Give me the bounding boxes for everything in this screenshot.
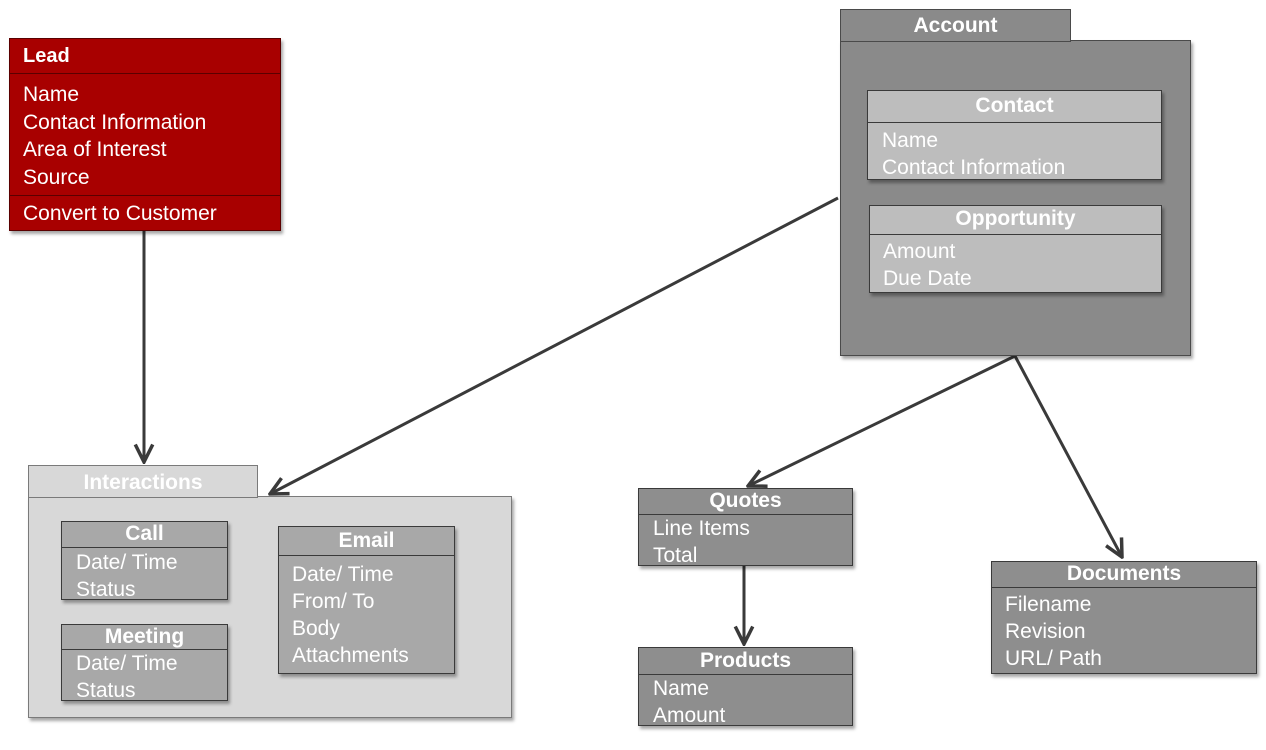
account-package[interactable] <box>840 40 1191 356</box>
lead-operations: Convert to Customer <box>10 196 280 228</box>
contact-title: Contact <box>868 91 1161 123</box>
meeting-title: Meeting <box>62 625 227 650</box>
products-title: Products <box>639 648 852 675</box>
call-attribute: Status <box>76 578 136 601</box>
meeting-attribute: Date/ Time <box>76 652 178 675</box>
lead-attribute: Contact Information <box>23 110 207 134</box>
products-attribute: Name <box>653 677 710 700</box>
documents-title: Documents <box>992 562 1256 588</box>
products-attribute: Amount <box>653 704 726 727</box>
email-attribute: Attachments <box>292 644 409 667</box>
opportunity-class[interactable]: Opportunity Amount Due Date <box>869 205 1162 293</box>
lead-title: Lead <box>10 39 280 74</box>
email-attribute: Date/ Time <box>292 563 394 586</box>
lead-operation: Convert to Customer <box>23 202 217 225</box>
products-class[interactable]: Products Name Amount <box>638 647 853 729</box>
call-class[interactable]: Call Date/ Time Status <box>61 521 228 603</box>
opportunity-attribute: Amount <box>883 240 956 263</box>
meeting-class[interactable]: Meeting Date/ Time Status <box>61 624 228 704</box>
meeting-attribute: Status <box>76 679 136 702</box>
call-attribute: Date/ Time <box>76 551 178 574</box>
account-to-interactions-arrow <box>270 196 839 494</box>
interactions-package-title: Interactions <box>28 465 258 498</box>
documents-attribute: URL/ Path <box>1005 647 1102 670</box>
documents-attributes: Filename Revision URL/ Path <box>992 588 1256 672</box>
email-title: Email <box>279 527 454 556</box>
email-class[interactable]: Email Date/ Time From/ To Body Attachmen… <box>278 526 455 674</box>
documents-attribute: Filename <box>1005 593 1092 616</box>
lead-class[interactable]: Lead Name Contact Information Area of In… <box>9 38 281 231</box>
lead-attributes: Name Contact Information Area of Interes… <box>10 74 280 196</box>
contact-attributes: Name Contact Information <box>868 123 1161 181</box>
email-attribute: From/ To <box>292 590 375 613</box>
meeting-attributes: Date/ Time Status <box>62 650 227 704</box>
call-attributes: Date/ Time Status <box>62 548 227 603</box>
quotes-attributes: Line Items Total <box>639 515 852 569</box>
opportunity-title: Opportunity <box>870 206 1161 235</box>
account-to-documents-arrow <box>1013 355 1122 557</box>
contact-attribute: Contact Information <box>882 156 1066 179</box>
account-package-title: Account <box>840 9 1071 42</box>
lead-attribute: Area of Interest <box>23 138 167 161</box>
email-attributes: Date/ Time From/ To Body Attachments <box>279 556 454 669</box>
quotes-attribute: Total <box>653 544 698 567</box>
contact-attribute: Name <box>882 129 939 152</box>
quotes-title: Quotes <box>639 489 852 515</box>
opportunity-attribute: Due Date <box>883 267 972 290</box>
products-attributes: Name Amount <box>639 675 852 729</box>
quotes-class[interactable]: Quotes Line Items Total <box>638 488 853 569</box>
quotes-attribute: Line Items <box>653 517 750 540</box>
opportunity-attributes: Amount Due Date <box>870 235 1161 292</box>
documents-class[interactable]: Documents Filename Revision URL/ Path <box>991 561 1257 674</box>
account-to-quotes-arrow <box>748 354 1016 486</box>
lead-attribute: Name <box>23 83 80 106</box>
contact-class[interactable]: Contact Name Contact Information <box>867 90 1162 180</box>
email-attribute: Body <box>292 617 340 640</box>
documents-attribute: Revision <box>1005 620 1086 643</box>
call-title: Call <box>62 522 227 548</box>
lead-attribute: Source <box>23 165 90 189</box>
